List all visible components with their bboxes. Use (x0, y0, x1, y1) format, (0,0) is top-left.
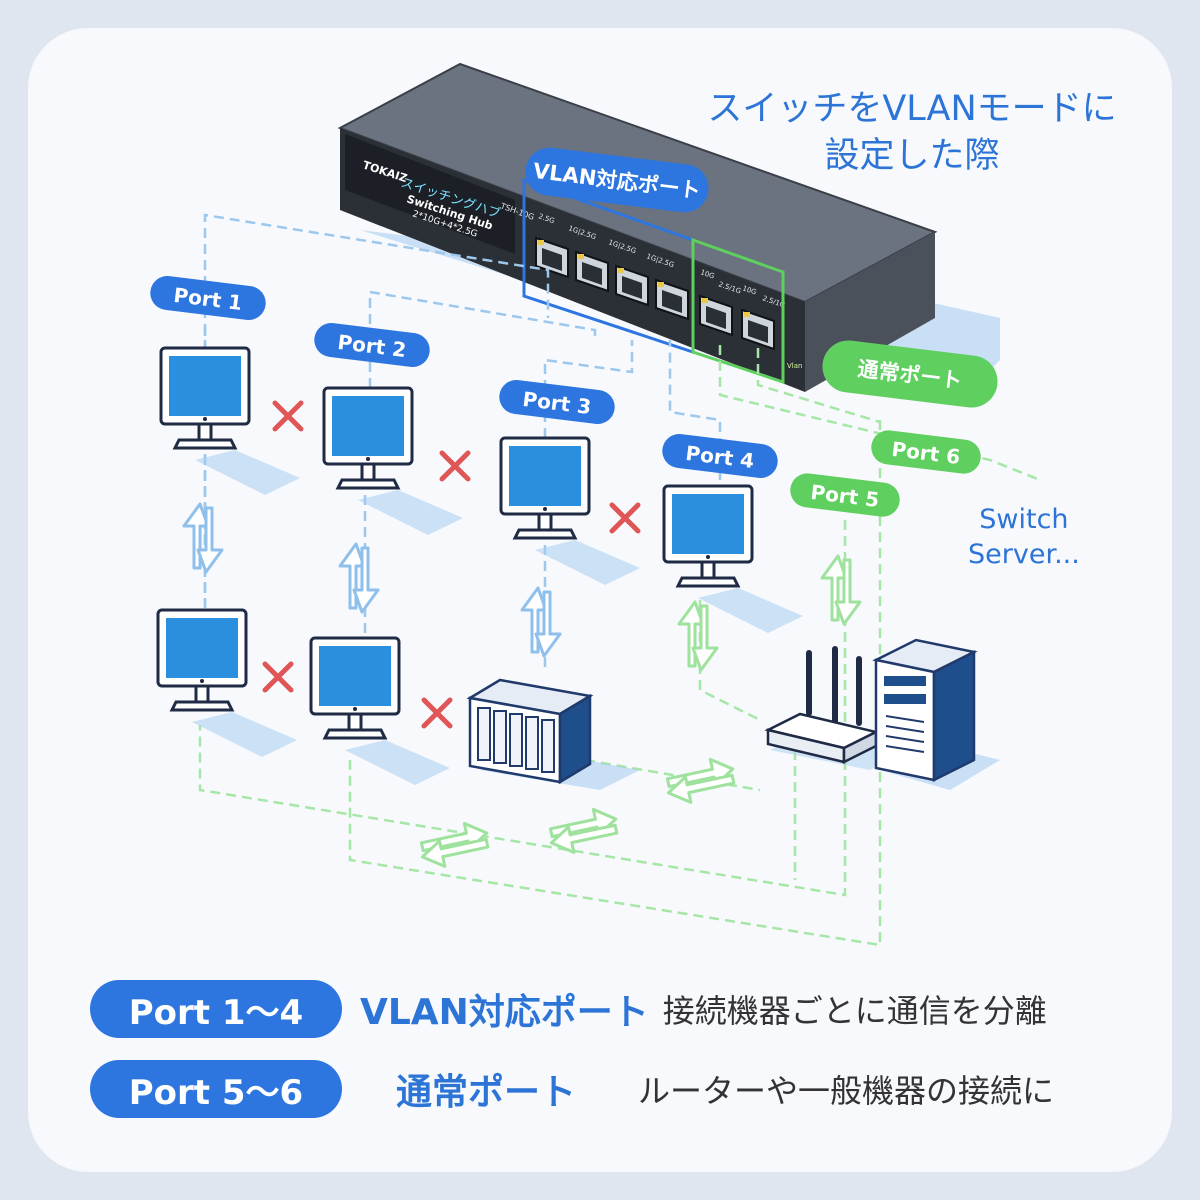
isolation-mark-2 (442, 453, 468, 479)
network-diagram: TOKAIZ スイッチングハブ Switching Hub 2*10G+4*2.… (150, 62, 1041, 947)
normal-port-callout: 通常ポート (822, 340, 998, 408)
isolation-mark-4 (265, 664, 291, 690)
bidirectional-arrow-port-1 (182, 502, 224, 574)
port-3-pill: Port 3 (499, 380, 615, 424)
heading-line-1: スイッチをVLANモードに (707, 89, 1117, 129)
normal-port-box (691, 237, 785, 385)
nas-device (466, 678, 640, 790)
isolation-mark-5 (424, 700, 450, 726)
pc-port-4-top (662, 484, 805, 635)
port-1-pill: Port 1 (150, 276, 266, 320)
legend-type-normal: 通常ポート (396, 1072, 577, 1113)
bidirectional-arrow-port-2 (338, 542, 380, 614)
legend-pill-normal: Port 5〜6 (90, 1060, 342, 1118)
pc-port-1-bottom (156, 608, 299, 759)
horizontal-green-arrows (419, 757, 736, 868)
port-5-pill: Port 5 (790, 473, 900, 517)
port-6-pill: Port 6 (871, 430, 981, 474)
side-note-line-1: Switch (979, 504, 1069, 535)
legend-pill-vlan: Port 1〜4 (90, 980, 342, 1038)
legend-row-vlan: Port 1〜4 VLAN対応ポート 接続機器ごとに通信を分離 (90, 980, 1047, 1038)
legend-desc-vlan: 接続機器ごとに通信を分離 (662, 992, 1047, 1030)
pc-port-2-bottom (309, 636, 452, 787)
router-device (764, 646, 900, 770)
port-4-pill: Port 4 (662, 434, 778, 478)
server-device (872, 638, 1000, 790)
bidirectional-arrow-port-3 (520, 586, 562, 658)
isolation-mark-1 (275, 403, 301, 429)
port-pills: Port 1 Port 2 Port 3 Port 4 Port 5 Port … (150, 147, 998, 517)
legend-desc-normal: ルーターや一般機器の接続に (638, 1072, 1055, 1110)
heading-line-2: 設定した際 (824, 136, 1000, 177)
bidirectional-arrow-port-4 (677, 600, 719, 672)
legend-row-normal: Port 5〜6 通常ポート ルーターや一般機器の接続に (90, 1060, 1054, 1118)
heading: スイッチをVLANモードに 設定した際 (692, 86, 1132, 181)
led-label: Vlan (787, 362, 802, 370)
isolation-mark-3 (612, 505, 638, 531)
diagram-card: TOKAIZ スイッチングハブ Switching Hub 2*10G+4*2.… (28, 28, 1172, 1172)
legend-type-vlan: VLAN対応ポート (360, 992, 649, 1033)
port-2-pill: Port 2 (314, 323, 430, 367)
switch-server-note: Switch Server... (968, 502, 1080, 572)
pc-port-2-top (322, 386, 465, 537)
bidirectional-arrow-port-5 (820, 554, 862, 626)
vlan-port-callout: VLAN対応ポート (525, 147, 709, 213)
side-note-line-2: Server... (968, 539, 1080, 571)
